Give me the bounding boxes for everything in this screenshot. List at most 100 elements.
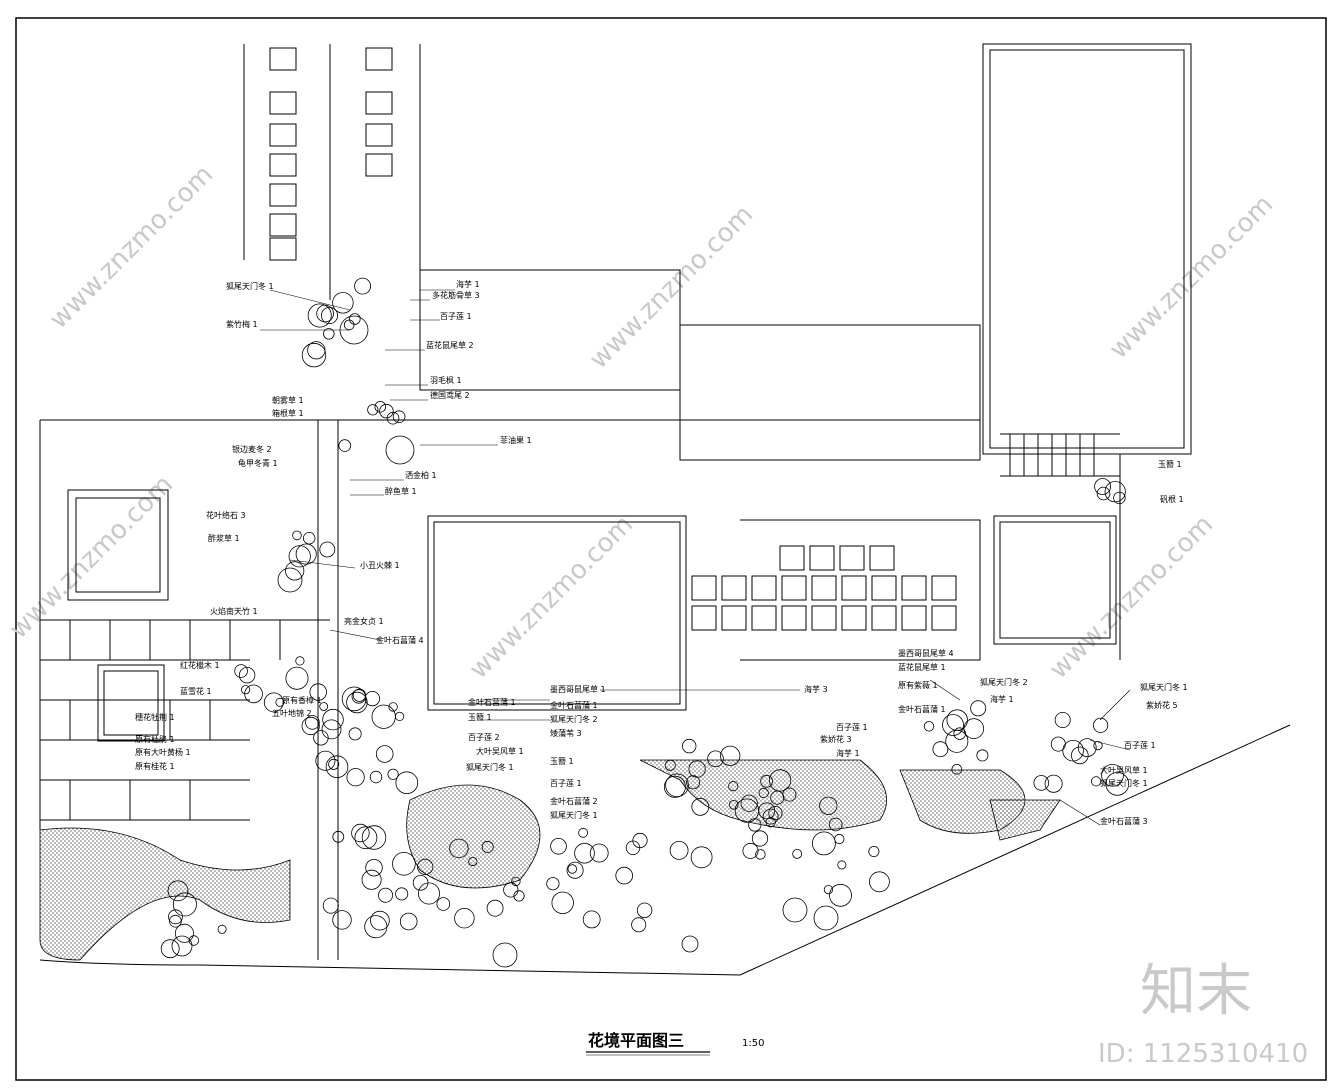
plant-label: 原有香樟 1 xyxy=(282,695,322,705)
plant-symbol xyxy=(740,794,758,812)
plant-symbol xyxy=(348,313,361,325)
plant-symbol xyxy=(354,277,372,295)
plant-symbol xyxy=(316,304,334,323)
plant-symbol xyxy=(742,842,759,859)
plant-label: 海芋 1 xyxy=(456,279,480,289)
plant-symbol xyxy=(172,892,197,917)
plant-symbol xyxy=(615,866,633,885)
plant-symbol xyxy=(682,738,697,754)
plant-symbol xyxy=(167,880,189,902)
plant-symbol xyxy=(436,897,451,911)
paving-square xyxy=(869,545,895,571)
plant-symbol xyxy=(768,769,792,792)
plant-symbol xyxy=(168,909,183,925)
plant-symbol xyxy=(688,760,706,778)
plant-symbol xyxy=(371,704,396,729)
paving-square xyxy=(841,605,867,631)
paving-square xyxy=(871,575,897,601)
plant-symbol xyxy=(394,711,405,722)
plant-symbol xyxy=(755,849,766,860)
plant-symbol xyxy=(792,849,803,859)
plant-symbol xyxy=(768,805,783,821)
plant-symbol xyxy=(387,768,399,780)
watermark-2: www.znzmo.com xyxy=(584,200,759,375)
paving-square xyxy=(721,575,747,601)
plant-symbol xyxy=(174,923,194,943)
plant-label: 红花檵木 1 xyxy=(180,660,220,670)
plant-symbol xyxy=(295,543,317,565)
plant-label: 朝雾草 1 xyxy=(272,395,304,405)
plant-symbol xyxy=(819,796,838,815)
plant-symbol xyxy=(288,545,311,568)
plant-symbol xyxy=(321,719,342,740)
plant-symbol xyxy=(1071,746,1089,765)
paving-square xyxy=(931,575,957,601)
plant-symbol xyxy=(589,843,609,863)
plant-symbol xyxy=(932,741,949,758)
paving-square xyxy=(269,213,297,237)
plant-symbol xyxy=(1093,740,1103,751)
plant-symbol xyxy=(319,541,336,558)
plant-symbol xyxy=(829,883,852,907)
plant-label: 百子莲 1 xyxy=(440,311,472,321)
plant-symbol xyxy=(343,319,355,331)
plant-label: 箱根草 1 xyxy=(272,408,304,418)
plant-label: 狐尾天门冬 1 xyxy=(226,281,274,291)
plant-symbol xyxy=(365,859,383,877)
plant-symbol xyxy=(567,864,578,874)
plant-symbol xyxy=(217,924,227,934)
plant-symbol xyxy=(631,917,647,933)
id-text: ID: 1125310410 xyxy=(1098,1039,1308,1069)
plant-symbol xyxy=(728,799,739,810)
plant-symbol xyxy=(770,790,785,805)
plant-label: 洒金柏 1 xyxy=(405,470,437,480)
plant-symbol xyxy=(823,884,834,895)
paving-square xyxy=(691,605,717,631)
plant-symbol xyxy=(945,729,969,753)
plant-label: 玉簪 1 xyxy=(1158,459,1182,469)
plant-symbol xyxy=(338,439,352,452)
plant-symbol xyxy=(1054,712,1071,729)
plant-label: 金叶石菖蒲 2 xyxy=(550,796,598,806)
plant-symbol xyxy=(348,727,362,741)
leader-line xyxy=(929,679,961,701)
plant-symbol xyxy=(636,902,653,919)
paving-square xyxy=(269,123,297,147)
paving-square xyxy=(779,545,805,571)
plant-symbol xyxy=(160,939,180,959)
plant-symbol xyxy=(309,683,327,701)
plant-label: 菲油果 1 xyxy=(500,435,532,445)
plant-symbol xyxy=(690,846,713,869)
plant-symbol xyxy=(449,838,469,859)
plant-symbol xyxy=(234,664,248,678)
leader-line xyxy=(1099,689,1131,721)
plant-symbol xyxy=(367,404,379,416)
plant-label: 火焰南天竹 1 xyxy=(210,606,258,616)
plant-symbol xyxy=(295,656,305,666)
plant-label: 百子莲 1 xyxy=(836,722,868,732)
plant-label: 金叶石菖蒲 1 xyxy=(898,704,946,714)
plant-symbols xyxy=(160,277,1130,968)
plant-symbol xyxy=(632,832,648,849)
plant-symbol xyxy=(395,887,409,901)
plant-symbol xyxy=(412,874,429,891)
plant-label: 墨西哥鼠尾草 4 xyxy=(898,648,954,658)
plant-symbol xyxy=(951,763,963,775)
plant-symbol xyxy=(923,721,935,732)
plant-symbol xyxy=(374,400,387,413)
plant-labels: 海芋 1 多花筋骨草 3 百子莲 1 狐尾天门冬 1 紫竹梅 1 蓝花鼠尾草 2… xyxy=(135,279,1188,826)
plant-symbol xyxy=(275,697,285,707)
watermark-5: www.znzmo.com xyxy=(464,510,639,685)
plant-symbol xyxy=(241,685,251,695)
paving-square xyxy=(901,575,927,601)
paving-squares xyxy=(269,47,957,631)
plant-label: 原有大叶黄杨 1 xyxy=(135,747,191,757)
paving-square xyxy=(269,237,297,261)
plant-label: 五叶地锦 2 xyxy=(272,708,312,718)
plant-symbol xyxy=(303,532,316,545)
plant-label: 狐尾天门冬 1 xyxy=(550,810,598,820)
plant-symbol xyxy=(566,861,584,879)
plant-label: 金叶石菖蒲 3 xyxy=(1100,816,1148,826)
plant-symbol xyxy=(1094,478,1111,495)
plant-symbol xyxy=(760,774,773,788)
